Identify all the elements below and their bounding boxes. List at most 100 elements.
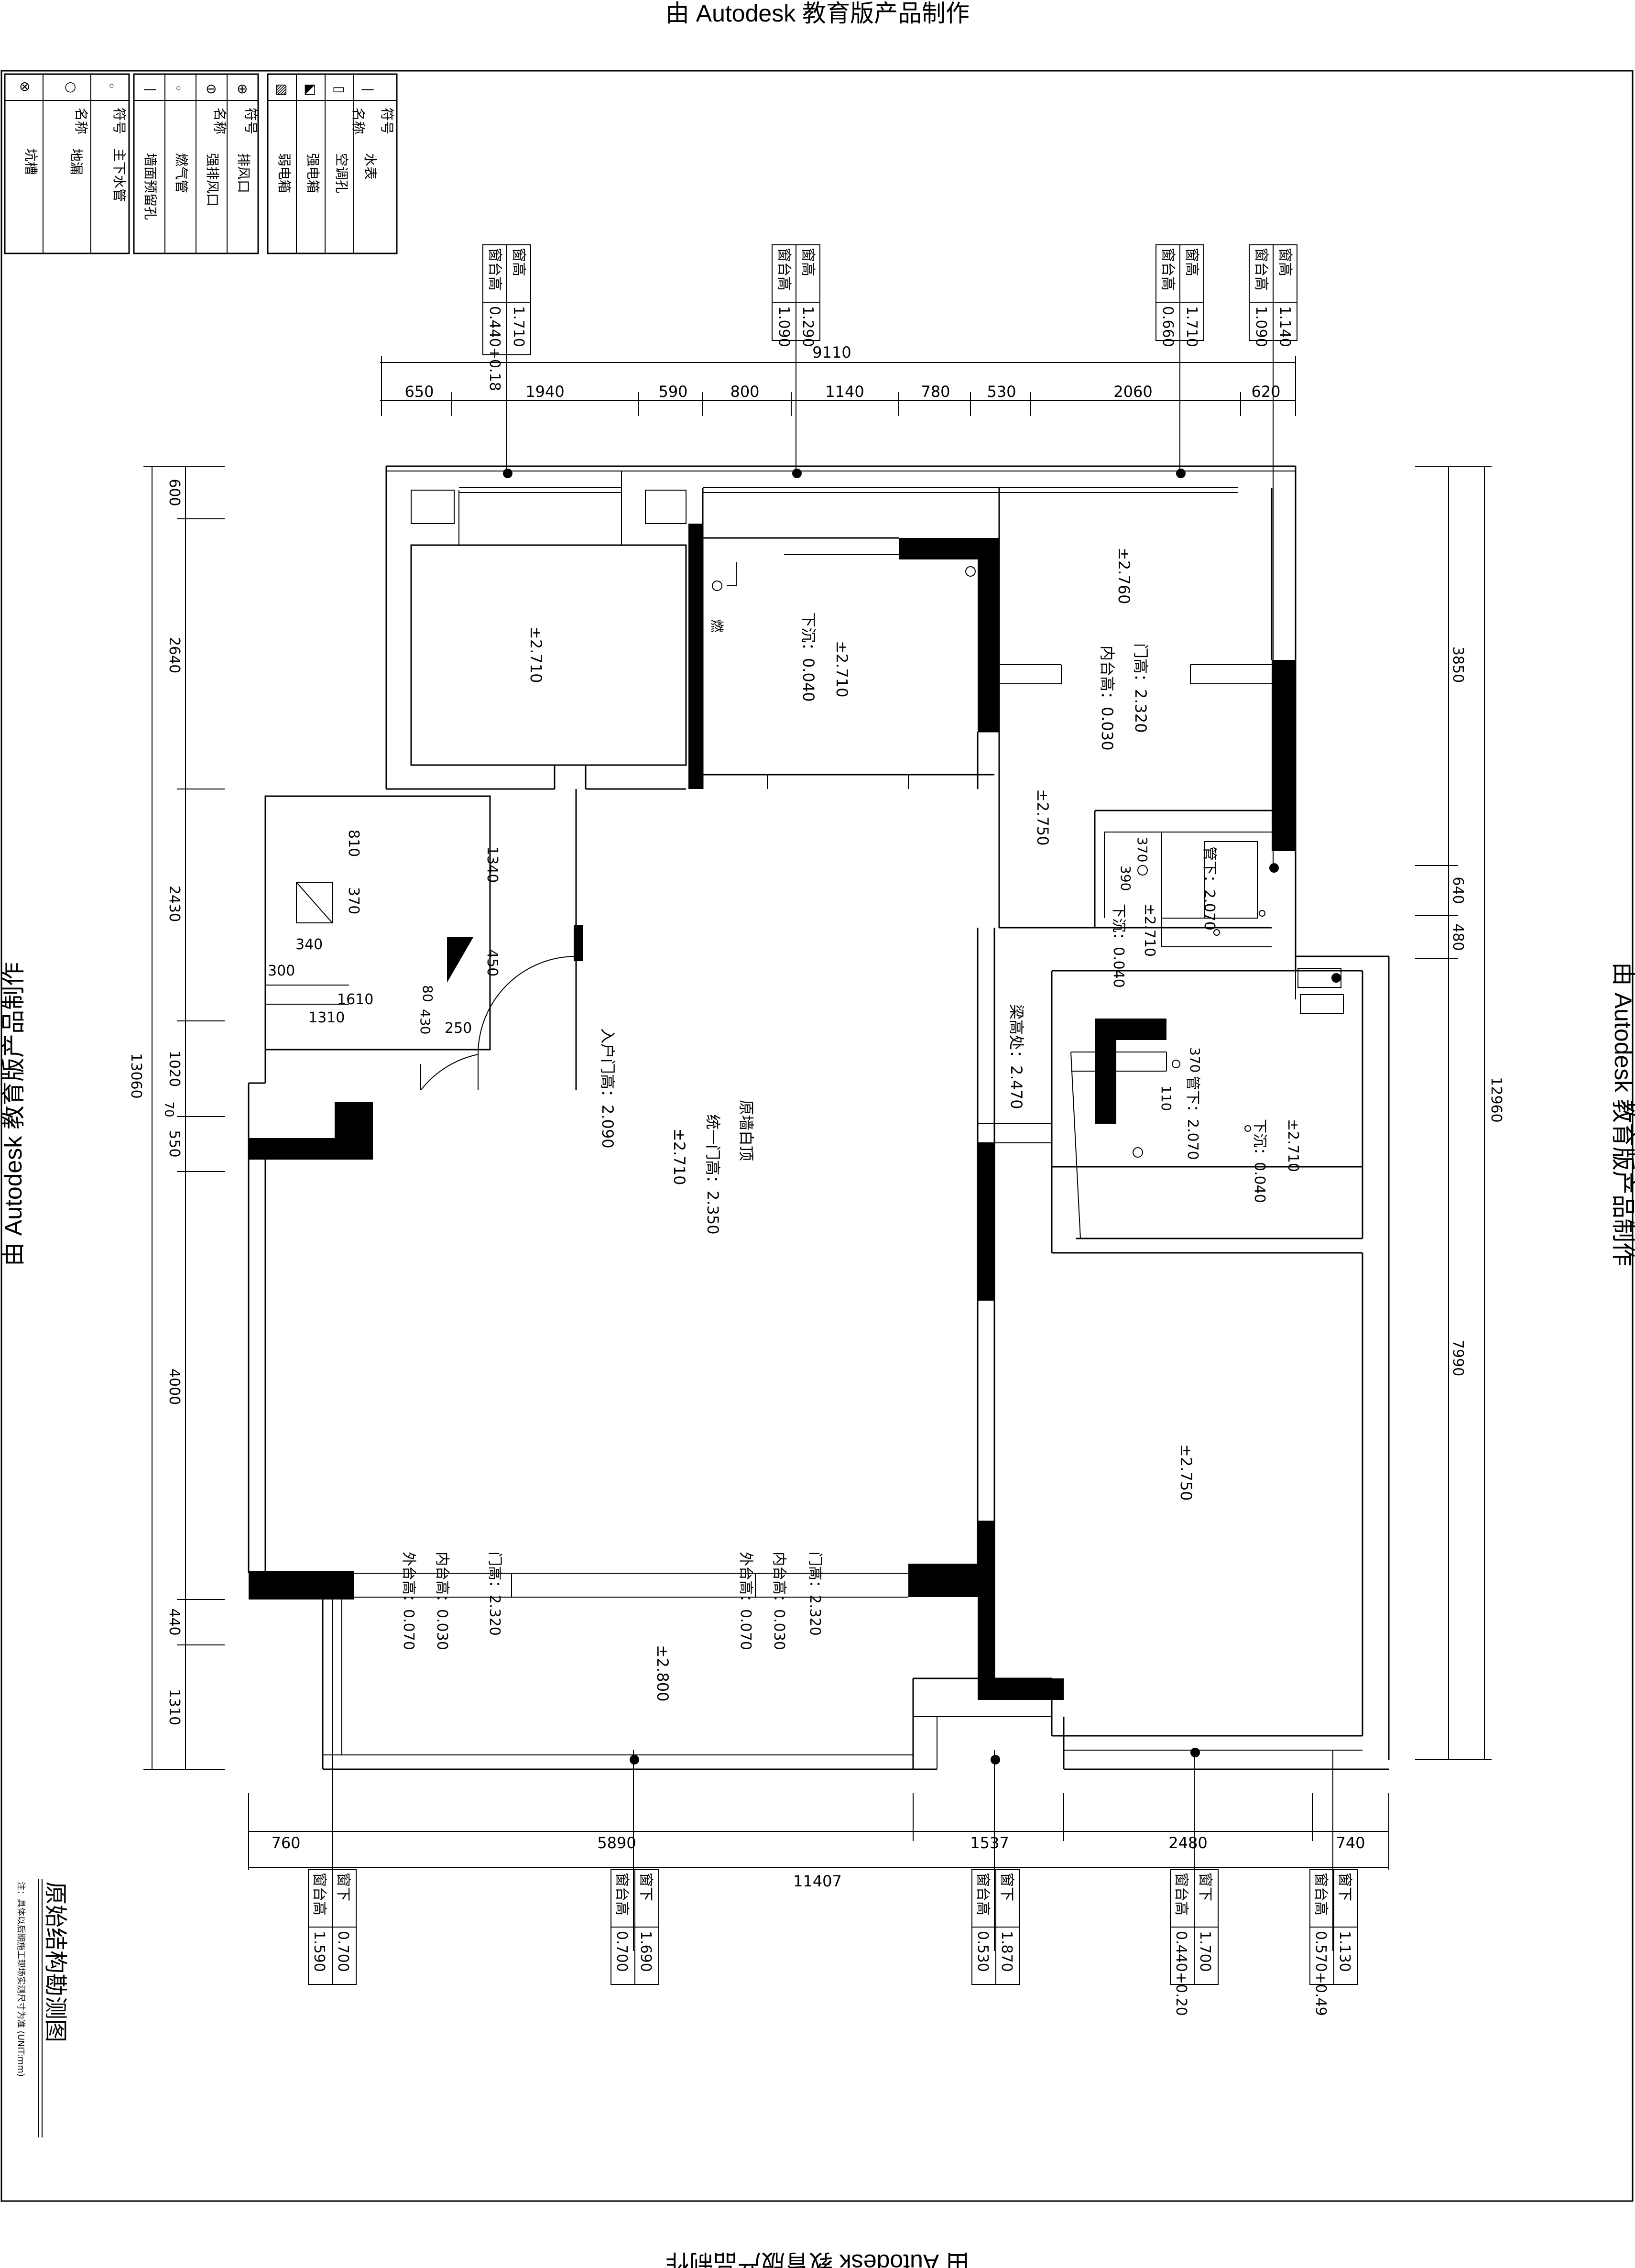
legend3-sym1: ▨ bbox=[275, 81, 287, 97]
svg-text:1.140: 1.140 bbox=[1276, 306, 1293, 347]
room3-door: 门高：2.320 bbox=[1132, 643, 1150, 733]
svg-text:1310: 1310 bbox=[166, 1689, 183, 1725]
title-block: 原始结构勘测图 注：具体以后期施工现场实测尺寸为准 (UNIT:mm) bbox=[16, 1879, 69, 2137]
living-door-height: 统一门高：2.350 bbox=[704, 1114, 722, 1235]
legend1-name3: 坑槽 bbox=[23, 148, 39, 175]
svg-text:530: 530 bbox=[987, 383, 1016, 401]
bath1-drop: 下沉：0.040 bbox=[1110, 904, 1127, 988]
legend1-sym2: ○ bbox=[65, 78, 76, 94]
svg-text:5890: 5890 bbox=[597, 1834, 636, 1852]
door-b-inner-sill: 内台高：0.030 bbox=[771, 1552, 787, 1650]
room2-drop: 下沉：0.040 bbox=[799, 612, 818, 702]
svg-text:80: 80 bbox=[420, 985, 436, 1002]
legend2-sym1: — bbox=[143, 81, 157, 97]
living-note: 原墙白顶 bbox=[737, 1100, 755, 1161]
beam-height: 梁高处：2.470 bbox=[1007, 1004, 1025, 1109]
svg-text:590: 590 bbox=[658, 383, 687, 401]
svg-text:2430: 2430 bbox=[166, 886, 183, 922]
window-tag-top-3: 窗台高 窗高 0.660 1.710 bbox=[1155, 244, 1204, 347]
window-tag-bottom-2: 窗台高 窗下 0.700 1.690 bbox=[610, 1869, 659, 1985]
room3-height: ±2.760 bbox=[1115, 548, 1133, 604]
legend3-sym4: — bbox=[361, 81, 374, 97]
door-a-height: 门高：2.320 bbox=[486, 1552, 503, 1636]
legend2-name2: 燃气管 bbox=[174, 153, 189, 193]
door-b-outer-sill: 外台高：0.070 bbox=[737, 1552, 754, 1650]
svg-text:800: 800 bbox=[730, 383, 759, 401]
svg-text:1.870: 1.870 bbox=[998, 1931, 1015, 1972]
legend1-col1: 符号 bbox=[111, 108, 127, 134]
svg-text:窗台高: 窗台高 bbox=[613, 1873, 630, 1916]
window-tag-bottom-3: 窗台高 窗下 0.530 1.870 bbox=[971, 1869, 1020, 1985]
legend-table-2: 符号 名称 — ◦ ⊖ ⊕ 墙面预留孔 燃气管 强排风口 排风口 bbox=[133, 73, 259, 254]
svg-text:340: 340 bbox=[295, 936, 323, 953]
room3-sill: 内台高：0.030 bbox=[1098, 646, 1116, 751]
svg-text:13060: 13060 bbox=[128, 1053, 144, 1098]
svg-text:1310: 1310 bbox=[308, 1009, 345, 1026]
bath2-pipe: 管下：2.070 bbox=[1184, 1076, 1201, 1160]
svg-text:0.660: 0.660 bbox=[1159, 306, 1176, 347]
svg-text:0.530: 0.530 bbox=[974, 1931, 991, 1972]
svg-text:1140: 1140 bbox=[825, 383, 864, 401]
svg-text:1.290: 1.290 bbox=[799, 306, 816, 347]
svg-text:430: 430 bbox=[417, 1009, 433, 1034]
svg-text:2640: 2640 bbox=[166, 637, 183, 673]
svg-text:440: 440 bbox=[166, 1608, 183, 1635]
entry-door-height: 入户门高：2.090 bbox=[599, 1028, 617, 1149]
legend2-sym2: ◦ bbox=[174, 81, 183, 97]
svg-text:窗高: 窗高 bbox=[799, 248, 816, 276]
sheet-border bbox=[0, 70, 1634, 2202]
watermark-bottom: 由 Autodesk 教育版产品制作 bbox=[665, 2249, 970, 2268]
dimension-top: 9110 650 1940 590 800 1140 780 530 2060 … bbox=[380, 343, 1296, 416]
svg-text:窗台高: 窗台高 bbox=[1173, 1873, 1189, 1916]
window-tag-bottom-1: 窗台高 窗下 1.590 0.700 bbox=[308, 1869, 357, 1985]
svg-text:窗台高: 窗台高 bbox=[974, 1873, 991, 1916]
svg-text:窗下: 窗下 bbox=[1336, 1873, 1353, 1901]
legend1-name1: 主下水管 bbox=[111, 148, 127, 202]
svg-text:窗台高: 窗台高 bbox=[311, 1873, 327, 1916]
svg-text:窗高: 窗高 bbox=[1183, 248, 1200, 276]
svg-text:窗台高: 窗台高 bbox=[775, 248, 792, 291]
svg-text:1940: 1940 bbox=[525, 383, 564, 401]
svg-text:窗下: 窗下 bbox=[1197, 1873, 1213, 1901]
structural-walls bbox=[249, 524, 1296, 1700]
legend3-name2: 强电箱 bbox=[305, 153, 321, 193]
svg-text:1.130: 1.130 bbox=[1336, 1931, 1353, 1972]
legend3-sym3: ▭ bbox=[332, 81, 345, 97]
bath2-drop: 下沉：0.040 bbox=[1251, 1119, 1268, 1203]
svg-text:0.440+0.20: 0.440+0.20 bbox=[1173, 1931, 1189, 2016]
svg-text:0.570+0.49: 0.570+0.49 bbox=[1312, 1931, 1329, 2016]
svg-text:窗台高: 窗台高 bbox=[1312, 1873, 1329, 1916]
watermark-top: 由 Autodesk 教育版产品制作 bbox=[665, 0, 970, 27]
svg-text:810: 810 bbox=[345, 830, 362, 857]
door-b-height: 门高：2.320 bbox=[807, 1552, 823, 1636]
svg-text:650: 650 bbox=[404, 383, 434, 401]
svg-text:窗高: 窗高 bbox=[1276, 248, 1293, 276]
dimension-bottom: 760 5890 1537 2480 740 11407 bbox=[248, 1793, 1389, 1890]
svg-text:7990: 7990 bbox=[1450, 1340, 1466, 1376]
bath1-pipe: 管下：2.070 bbox=[1201, 846, 1218, 931]
legend2-sym4: ⊕ bbox=[237, 81, 248, 97]
legend2-col1: 符号 bbox=[243, 108, 259, 134]
svg-text:1.590: 1.590 bbox=[311, 1931, 327, 1972]
svg-text:450: 450 bbox=[484, 949, 501, 976]
hall-height: ±2.750 bbox=[1034, 789, 1052, 845]
svg-text:窗高: 窗高 bbox=[510, 248, 527, 276]
svg-text:620: 620 bbox=[1251, 383, 1280, 401]
kitchen-mark: 燃 bbox=[709, 619, 725, 633]
dimension-left: 13060 70 600 2640 2430 1020 550 4000 440… bbox=[128, 466, 225, 1770]
door-a-inner-sill: 内台高：0.030 bbox=[434, 1552, 450, 1650]
svg-text:1.710: 1.710 bbox=[1183, 306, 1200, 347]
right-room-height: ±2.750 bbox=[1177, 1444, 1195, 1501]
drawing-note: 注：具体以后期施工现场实测尺寸为准 (UNIT:mm) bbox=[16, 1882, 26, 2077]
svg-text:2060: 2060 bbox=[1113, 383, 1152, 401]
svg-text:1.710: 1.710 bbox=[510, 306, 527, 347]
svg-text:780: 780 bbox=[921, 383, 950, 401]
svg-text:窗下: 窗下 bbox=[335, 1873, 351, 1901]
svg-text:1537: 1537 bbox=[970, 1834, 1009, 1852]
svg-text:370: 370 bbox=[345, 887, 362, 914]
svg-text:窗台高: 窗台高 bbox=[1159, 248, 1176, 291]
window-tag-bottom-5: 窗台高 窗下 0.570+0.49 1.130 bbox=[1309, 1869, 1358, 2016]
svg-text:1.090: 1.090 bbox=[1253, 306, 1269, 347]
